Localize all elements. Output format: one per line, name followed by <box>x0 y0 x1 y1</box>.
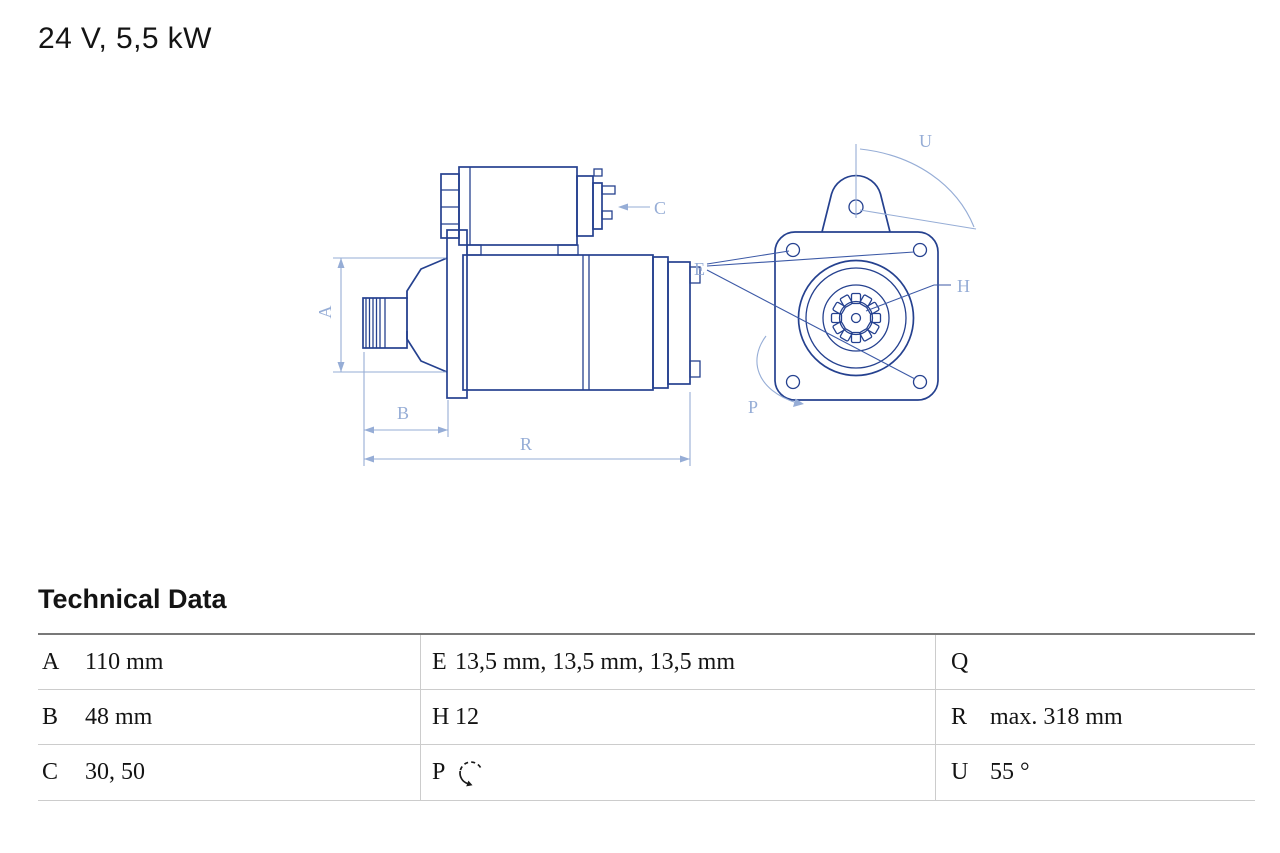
ear-hole <box>848 199 864 215</box>
table-key: R <box>935 690 990 745</box>
dimension-h: H <box>865 276 970 312</box>
dimensions: A B R C E <box>315 131 977 466</box>
dimension-p: P <box>748 335 804 417</box>
table-key: Q <box>935 635 990 690</box>
dim-label-a: A <box>315 306 335 319</box>
dimension-u: U <box>855 131 977 230</box>
pinion-spline <box>830 292 882 344</box>
table-value: 110 mm <box>85 635 420 690</box>
table-value: max. 318 mm <box>990 690 1255 745</box>
table-key: C <box>42 759 59 785</box>
terminal-pin-bottom <box>601 210 613 220</box>
table-value: 13,5 mm, 13,5 mm, 13,5 mm <box>455 635 935 690</box>
table-key: E <box>420 635 455 690</box>
dim-label-b: B <box>397 403 409 423</box>
mounting-flange-side <box>446 229 468 399</box>
dim-label-h: H <box>957 276 970 296</box>
dim-label-u: U <box>919 131 932 151</box>
solenoid-mount-front <box>466 244 482 256</box>
table-value-rotation <box>455 745 935 800</box>
dimension-e: E <box>694 250 916 380</box>
dimension-r: R <box>364 392 691 466</box>
housing-bore-inner <box>805 267 907 369</box>
rotation-arrow <box>793 398 804 407</box>
table-key: B <box>38 690 85 745</box>
table-key: H <box>420 690 455 745</box>
through-bolt-top <box>689 266 701 284</box>
dim-label-r: R <box>520 434 532 454</box>
through-bolt-bottom <box>689 360 701 378</box>
table-key: U <box>935 745 990 800</box>
solenoid <box>440 166 616 246</box>
bolt-hole-bottom-right <box>912 374 928 390</box>
dimension-b: B <box>363 352 449 466</box>
starter-side-view <box>362 166 701 399</box>
bolt-hole-bottom-left <box>785 374 801 390</box>
dim-label-p: P <box>748 397 758 417</box>
terminal-pin-top <box>601 185 616 195</box>
table-value <box>990 635 1255 690</box>
housing-bore-outer <box>797 259 915 377</box>
pinion-gear <box>362 297 408 349</box>
page-title: 24 V, 5,5 kW <box>38 22 212 55</box>
motor-body <box>462 254 701 391</box>
mounting-ear <box>821 174 891 233</box>
solenoid-mount-rear <box>557 244 579 256</box>
dimension-c: C <box>618 198 666 218</box>
table-key: P <box>420 745 455 800</box>
bolt-hole-top-right <box>912 242 928 258</box>
starter-front-view <box>774 174 939 401</box>
pinion-spline-teeth <box>830 292 882 344</box>
pinion-teeth <box>365 298 381 348</box>
rotation-counterclockwise-icon <box>459 760 482 786</box>
shaft-bore <box>822 284 890 352</box>
solenoid-stud <box>593 168 603 177</box>
dim-label-c: C <box>654 198 666 218</box>
drive-housing <box>406 257 448 373</box>
table-key: A <box>38 635 85 690</box>
table-value: 48 mm <box>85 690 420 745</box>
dimension-a: A <box>315 257 446 373</box>
table-value: 12 <box>455 690 935 745</box>
bolt-hole-top-left <box>785 242 801 258</box>
technical-data-table: A 110 mm E 13,5 mm, 13,5 mm, 13,5 mm Q B… <box>38 633 1255 801</box>
flange-plate <box>774 231 939 401</box>
table-value: 55 ° <box>990 759 1030 785</box>
table-value: 30, 50 <box>85 759 145 785</box>
dim-label-e: E <box>694 259 705 279</box>
technical-data-heading: Technical Data <box>38 584 227 614</box>
